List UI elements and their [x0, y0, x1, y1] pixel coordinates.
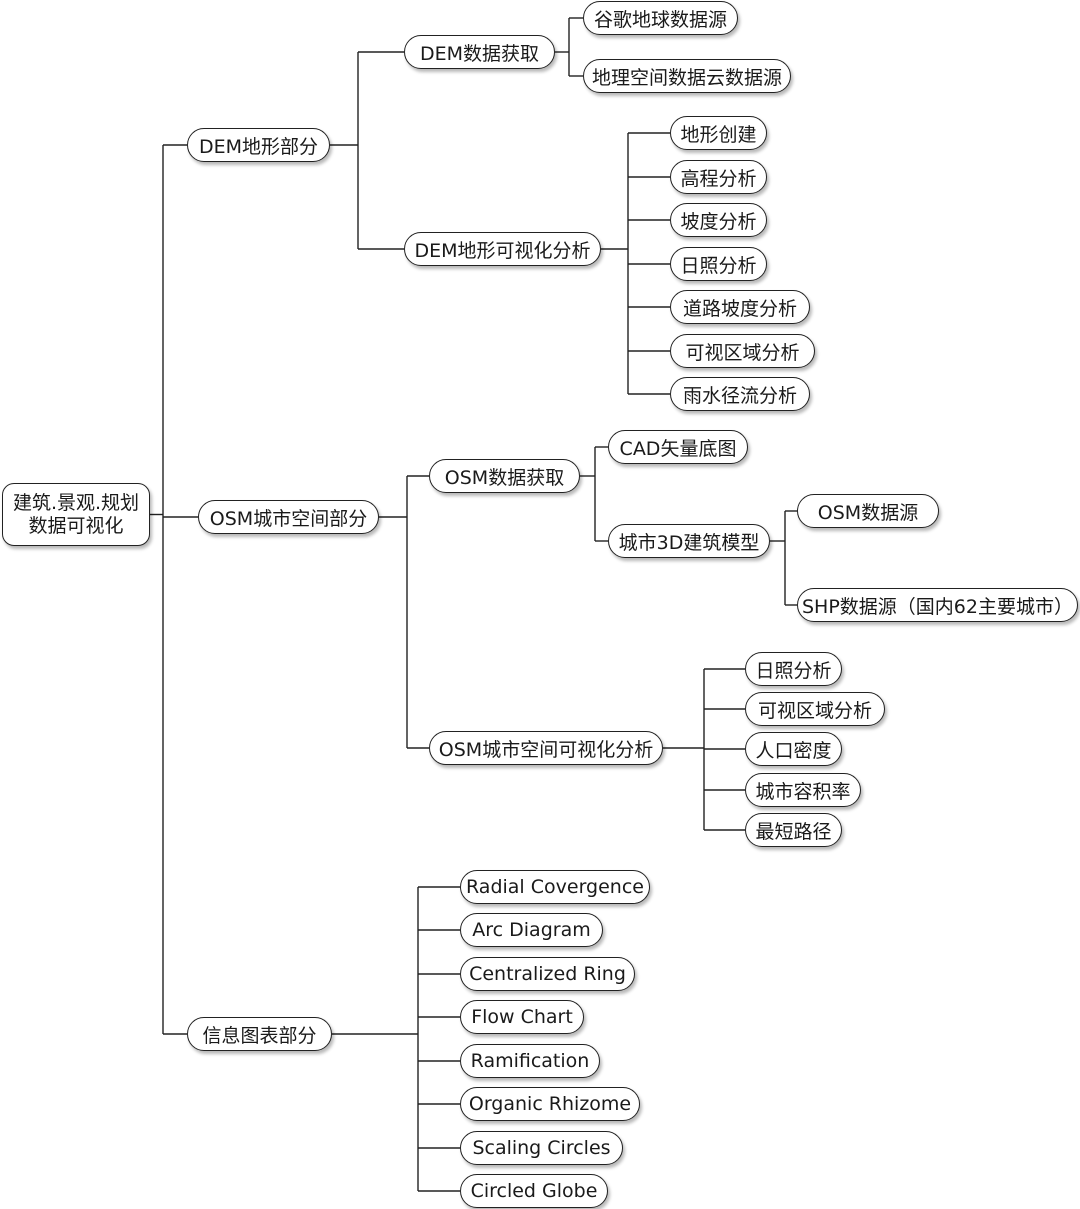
- subgroup-city-3d-building-model: 城市3D建筑模型: [608, 524, 770, 558]
- leaf-floor-area-ratio: 城市容积率: [745, 773, 861, 807]
- leaf-osm-sunlight-analysis: 日照分析: [745, 652, 842, 686]
- leaf-sunlight-analysis: 日照分析: [670, 247, 767, 281]
- section-infographics: 信息图表部分: [187, 1017, 332, 1051]
- group-dem-terrain-analysis: DEM地形可视化分析: [404, 232, 601, 266]
- leaf-elevation-analysis: 高程分析: [670, 160, 767, 194]
- group-osm-data-acquisition: OSM数据获取: [429, 459, 580, 493]
- leaf-arc-diagram: Arc Diagram: [460, 913, 603, 947]
- leaf-circled-globe: Circled Globe: [460, 1174, 608, 1208]
- leaf-terrain-creation: 地形创建: [670, 116, 767, 150]
- leaf-visibility-analysis: 可视区域分析: [670, 334, 815, 368]
- leaf-flow-chart: Flow Chart: [460, 1000, 584, 1034]
- leaf-radial-covergence: Radial Covergence: [460, 870, 650, 904]
- leaf-shp-data-source: SHP数据源（国内62主要城市）: [797, 588, 1078, 622]
- leaf-scaling-circles: Scaling Circles: [460, 1131, 623, 1165]
- leaf-ramification: Ramification: [460, 1044, 600, 1078]
- leaf-geospatial-cloud-source: 地理空间数据云数据源: [583, 59, 791, 93]
- leaf-centralized-ring: Centralized Ring: [460, 957, 635, 991]
- leaf-osm-data-source: OSM数据源: [797, 494, 939, 528]
- leaf-osm-visibility-analysis: 可视区域分析: [745, 692, 885, 726]
- root-label: 建筑.景观.规划 数据可视化: [12, 491, 140, 537]
- root-node: 建筑.景观.规划 数据可视化: [2, 483, 150, 546]
- section-dem-terrain: DEM地形部分: [187, 128, 330, 162]
- leaf-rainwater-runoff-analysis: 雨水径流分析: [670, 377, 810, 411]
- section-osm-urban-space: OSM城市空间部分: [198, 500, 379, 534]
- leaf-slope-analysis: 坡度分析: [670, 203, 767, 237]
- group-osm-urban-analysis: OSM城市空间可视化分析: [429, 731, 663, 765]
- leaf-google-earth-source: 谷歌地球数据源: [583, 1, 738, 35]
- leaf-shortest-path: 最短路径: [745, 813, 842, 847]
- leaf-road-slope-analysis: 道路坡度分析: [670, 290, 810, 324]
- group-dem-data-acquisition: DEM数据获取: [404, 35, 555, 69]
- leaf-organic-rhizome: Organic Rhizome: [460, 1087, 640, 1121]
- leaf-population-density: 人口密度: [745, 732, 842, 766]
- leaf-cad-vector-basemap: CAD矢量底图: [608, 430, 748, 464]
